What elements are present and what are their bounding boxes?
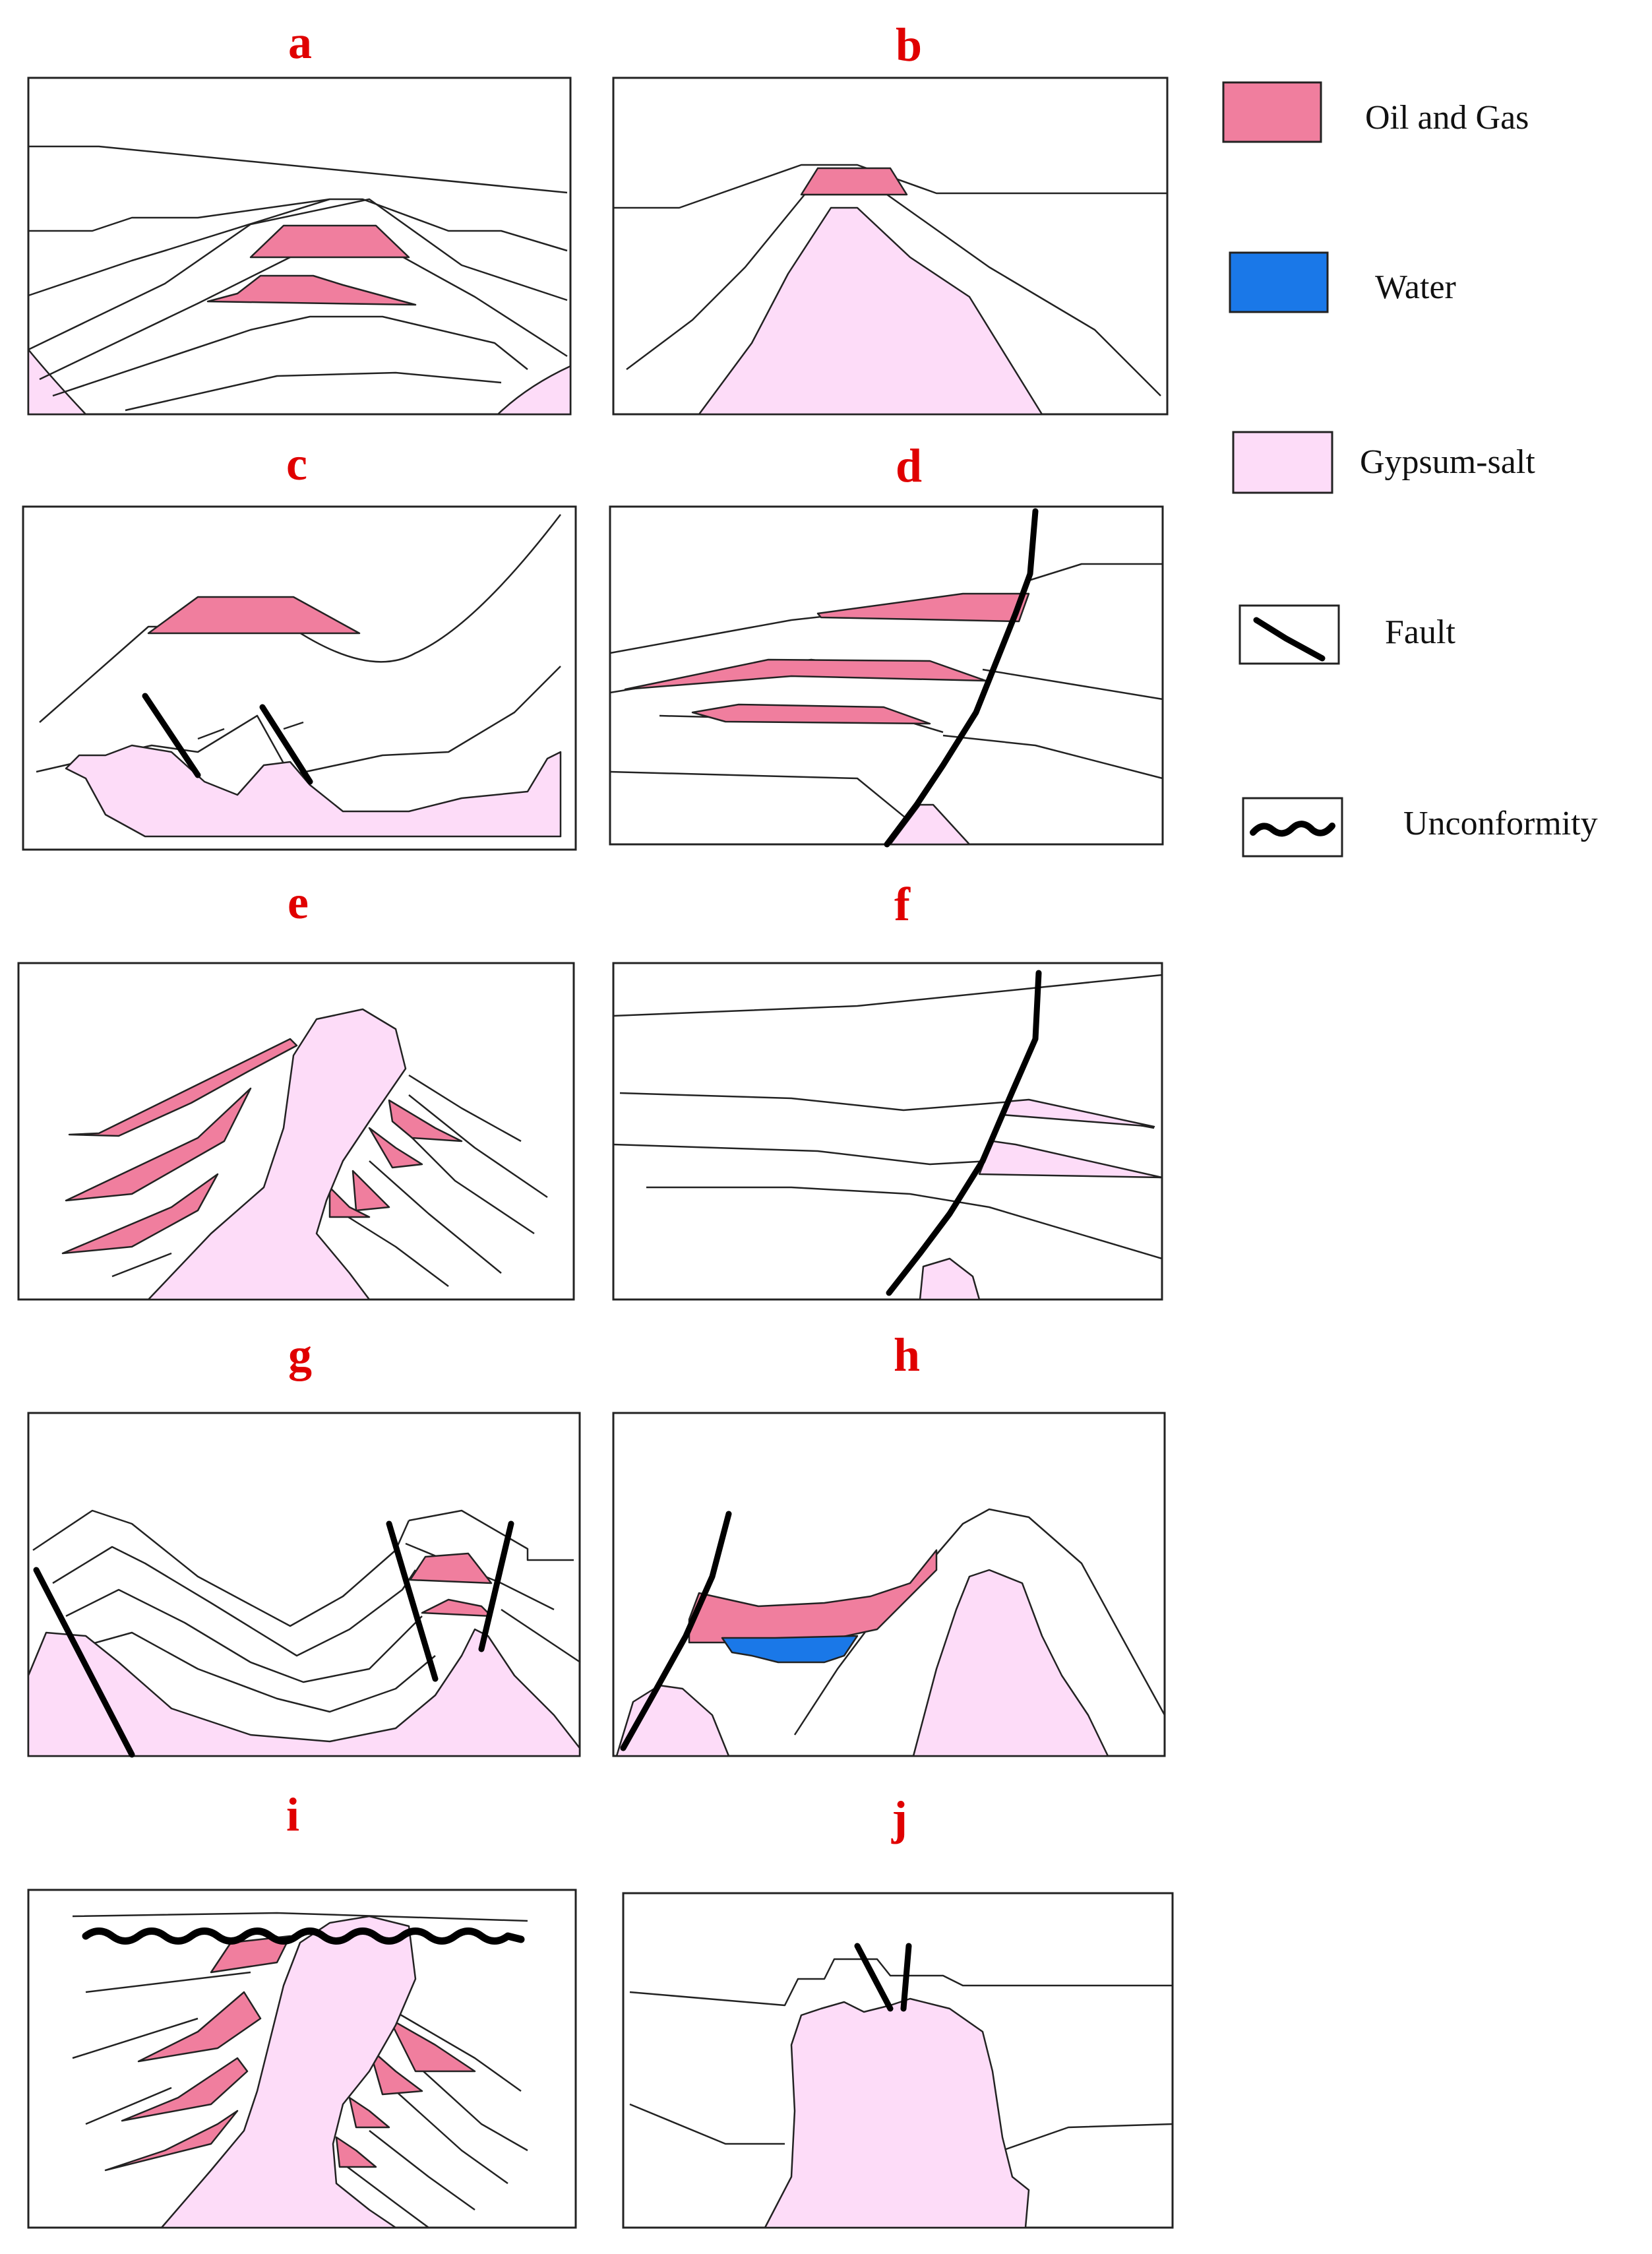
panel-g-salt [27, 1628, 581, 1757]
panel-a-salt-right [497, 365, 572, 416]
unconformity-icon [1250, 821, 1335, 837]
legend-label-gypsum-salt: Gypsum-salt [1360, 443, 1535, 481]
panel-g-oil-upper [409, 1552, 493, 1584]
panel-i-oil-right-4 [335, 2136, 377, 2168]
panel-h-salt-dome [912, 1569, 1109, 1757]
panel-e-oil-left-1 [68, 1038, 298, 1137]
panel-g-oil-lower [421, 1598, 493, 1617]
oil-gas-swatch [1222, 81, 1322, 143]
panel-f-salt-base [919, 1257, 981, 1301]
panel-c-fault-left [142, 693, 201, 778]
panel-label-d: d [896, 439, 922, 492]
panel-b-salt-anticline [612, 77, 1169, 416]
panel-d-oil-2 [624, 658, 987, 691]
panel-label-j: j [891, 1792, 907, 1844]
panel-d-oil-3 [691, 703, 931, 725]
legend-label-water: Water [1375, 268, 1456, 306]
fault-icon-box [1239, 604, 1340, 665]
panel-e-salt-diapir [147, 1008, 407, 1301]
legend-label-oil-gas: Oil and Gas [1365, 99, 1529, 137]
panel-c-oil-crest [147, 596, 361, 635]
panel-e-oil-right-3 [352, 1170, 390, 1212]
panel-h-fault [620, 1511, 732, 1751]
panel-h-salt-left [615, 1684, 730, 1757]
panel-f-frame [612, 962, 1163, 1301]
panel-h-water [721, 1635, 859, 1664]
panel-label-b: b [896, 18, 922, 71]
panel-f-fault-salt [612, 962, 1163, 1301]
panel-e-oil-right-4 [328, 1186, 371, 1218]
panel-i-oil-right-1 [388, 2017, 476, 2073]
legend-item-oil-gas: Oil and Gas [1222, 81, 1529, 143]
panel-e-oil-right-2 [368, 1127, 423, 1169]
legend-label-unconformity: Unconformity [1403, 805, 1598, 842]
water-swatch [1229, 251, 1329, 313]
panel-g-fault-right [478, 1520, 514, 1652]
panel-j-salt-plug [622, 1892, 1174, 2229]
panel-d-fault-trap [609, 505, 1164, 848]
panel-label-a: a [288, 16, 312, 69]
panel-g-fault-center [386, 1520, 439, 1682]
fault-icon [1253, 617, 1326, 662]
panel-b-oil-cap [800, 167, 908, 196]
panel-i-oil-right-2 [368, 2047, 423, 2096]
panel-label-e: e [288, 876, 309, 929]
panel-label-i: i [286, 1788, 299, 1841]
panel-g-graben [27, 1412, 581, 1758]
panel-i-oil-left-3 [104, 2110, 239, 2172]
panel-label-g: g [288, 1329, 312, 1381]
panel-d-fault [884, 508, 1039, 848]
panel-j-salt-plug [764, 1997, 1030, 2229]
panel-g-fault-left [33, 1567, 135, 1758]
panel-j-fault-right [900, 1943, 912, 2012]
panel-h-fault-water [612, 1412, 1166, 1757]
panel-c-salt [65, 744, 562, 838]
panel-b-salt-core [698, 206, 1043, 416]
panel-label-h: h [894, 1329, 920, 1381]
legend-label-fault: Fault [1385, 613, 1455, 651]
gypsum-salt-swatch [1232, 431, 1333, 494]
legend-item-unconformity: Unconformity [1242, 797, 1598, 858]
legend: Oil and Gas Water Gypsum-salt Fault Unco… [1222, 81, 1598, 858]
panel-label-c: c [286, 437, 307, 490]
panel-j-fault-left [854, 1943, 894, 2012]
panel-a-oil-lower [206, 274, 417, 306]
panel-label-f: f [894, 878, 911, 931]
panel-c-folded-faulted [22, 505, 577, 851]
panel-a-oil-upper [249, 224, 410, 259]
legend-item-fault: Fault [1239, 604, 1455, 665]
panel-a-anticline [27, 77, 572, 416]
legend-item-gypsum-salt: Gypsum-salt [1232, 431, 1535, 494]
panel-e-oil-left-3 [61, 1173, 219, 1255]
panel-e-oil-left-2 [65, 1087, 252, 1202]
panel-a-salt-left [27, 348, 87, 416]
legend-item-water: Water [1229, 251, 1456, 313]
panel-c-fault-right [259, 704, 313, 785]
panel-i-diapir-unconformity [27, 1889, 577, 2229]
panel-e-salt-diapir [17, 962, 575, 1301]
panel-e-oil-right-1 [388, 1099, 463, 1143]
panel-i-salt-diapir [160, 1915, 417, 2229]
panel-f-fault [886, 970, 1042, 1296]
panel-i-oil-left-2 [121, 2057, 249, 2122]
panel-i-oil-right-3 [348, 2096, 390, 2129]
panel-i-unconformity [82, 1927, 525, 1945]
panel-d-oil-1 [816, 592, 1030, 623]
panel-i-oil-left-1 [137, 1991, 262, 2063]
